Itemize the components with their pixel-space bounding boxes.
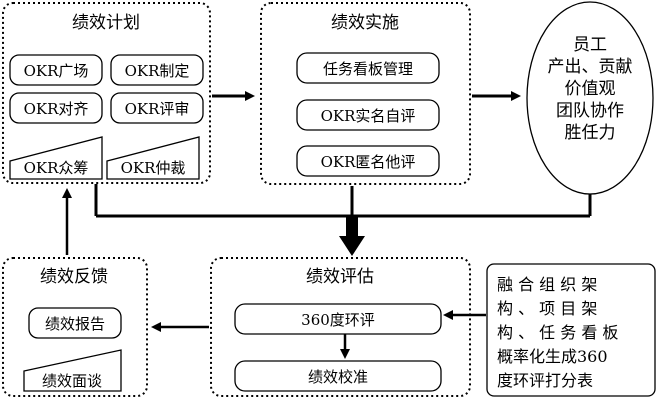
okr-crowd-label: OKR众筹 — [24, 159, 89, 177]
okr-create-label: OKR制定 — [125, 62, 190, 80]
employee-group: 员工 产出、贡献 价值观 团队协作 胜任力 — [526, 1, 654, 195]
note-line-5: 度环评打分表 — [497, 371, 593, 390]
note-line-4: 概率化生成360 — [497, 347, 608, 366]
implement-group: 绩效实施 任务看板管理 OKR实名自评 OKR匿名他评 — [260, 2, 471, 185]
task-board-label: 任务看板管理 — [323, 60, 413, 78]
peer-eval-label: OKR匿名他评 — [321, 153, 416, 171]
employee-line-4: 团队协作 — [556, 101, 624, 121]
note-line-1: 融 合 组 织 架 — [497, 275, 597, 294]
interview-shape — [23, 349, 122, 392]
evaluate-group: 绩效评估 360度环评 绩效校准 — [210, 257, 471, 397]
okr-arbitrate-label: OKR仲裁 — [121, 159, 186, 177]
interview-label: 绩效面谈 — [42, 372, 102, 390]
implement-title: 绩效实施 — [331, 13, 399, 33]
calibrate-label: 绩效校准 — [308, 368, 368, 386]
arrow-bus-to-evaluate — [339, 216, 365, 256]
peer-eval-box — [296, 145, 440, 177]
implement-box — [260, 2, 471, 185]
evaluate-box — [210, 257, 471, 397]
report-label: 绩效报告 — [45, 315, 105, 333]
review-360-label: 360度环评 — [301, 311, 375, 329]
self-eval-label: OKR实名自评 — [321, 107, 416, 125]
okr-create-box — [110, 54, 204, 86]
employee-line-2: 产出、贡献 — [548, 57, 633, 77]
okr-square-box — [9, 54, 103, 86]
evaluate-title: 绩效评估 — [306, 267, 374, 287]
task-board-box — [296, 52, 440, 84]
feedback-group: 绩效反馈 绩效报告 绩效面谈 — [2, 257, 148, 397]
feedback-box — [2, 257, 148, 397]
bus-connector — [94, 184, 592, 218]
okr-arbitrate-shape — [106, 136, 200, 180]
okr-align-label: OKR对齐 — [24, 100, 89, 118]
report-box — [28, 307, 122, 339]
self-eval-box — [296, 99, 440, 131]
okr-square-label: OKR广场 — [24, 62, 89, 80]
note-box — [486, 263, 656, 397]
calibrate-box — [234, 360, 442, 392]
plan-group: 绩效计划 OKR广场 OKR制定 OKR对齐 OKR评审 OKR众筹 OKR仲裁 — [2, 2, 211, 184]
feedback-title: 绩效反馈 — [40, 267, 108, 287]
okr-align-box — [9, 92, 103, 124]
review-360-box — [234, 303, 442, 335]
okr-review-box — [110, 92, 204, 124]
note-group: 融 合 组 织 架 构 、 项 目 架 构 、 任 务 看 板 概率化生成360… — [486, 263, 656, 397]
note-line-3: 构 、 任 务 看 板 — [497, 323, 618, 342]
plan-title: 绩效计划 — [72, 13, 140, 33]
note-line-2: 构 、 项 目 架 — [497, 299, 597, 318]
plan-box — [2, 2, 211, 184]
employee-line-1: 员工 — [573, 35, 607, 55]
okr-crowd-shape — [9, 136, 103, 180]
okr-review-label: OKR评审 — [125, 100, 190, 118]
employee-line-3: 价值观 — [565, 79, 616, 99]
employee-line-5: 胜任力 — [565, 123, 616, 143]
